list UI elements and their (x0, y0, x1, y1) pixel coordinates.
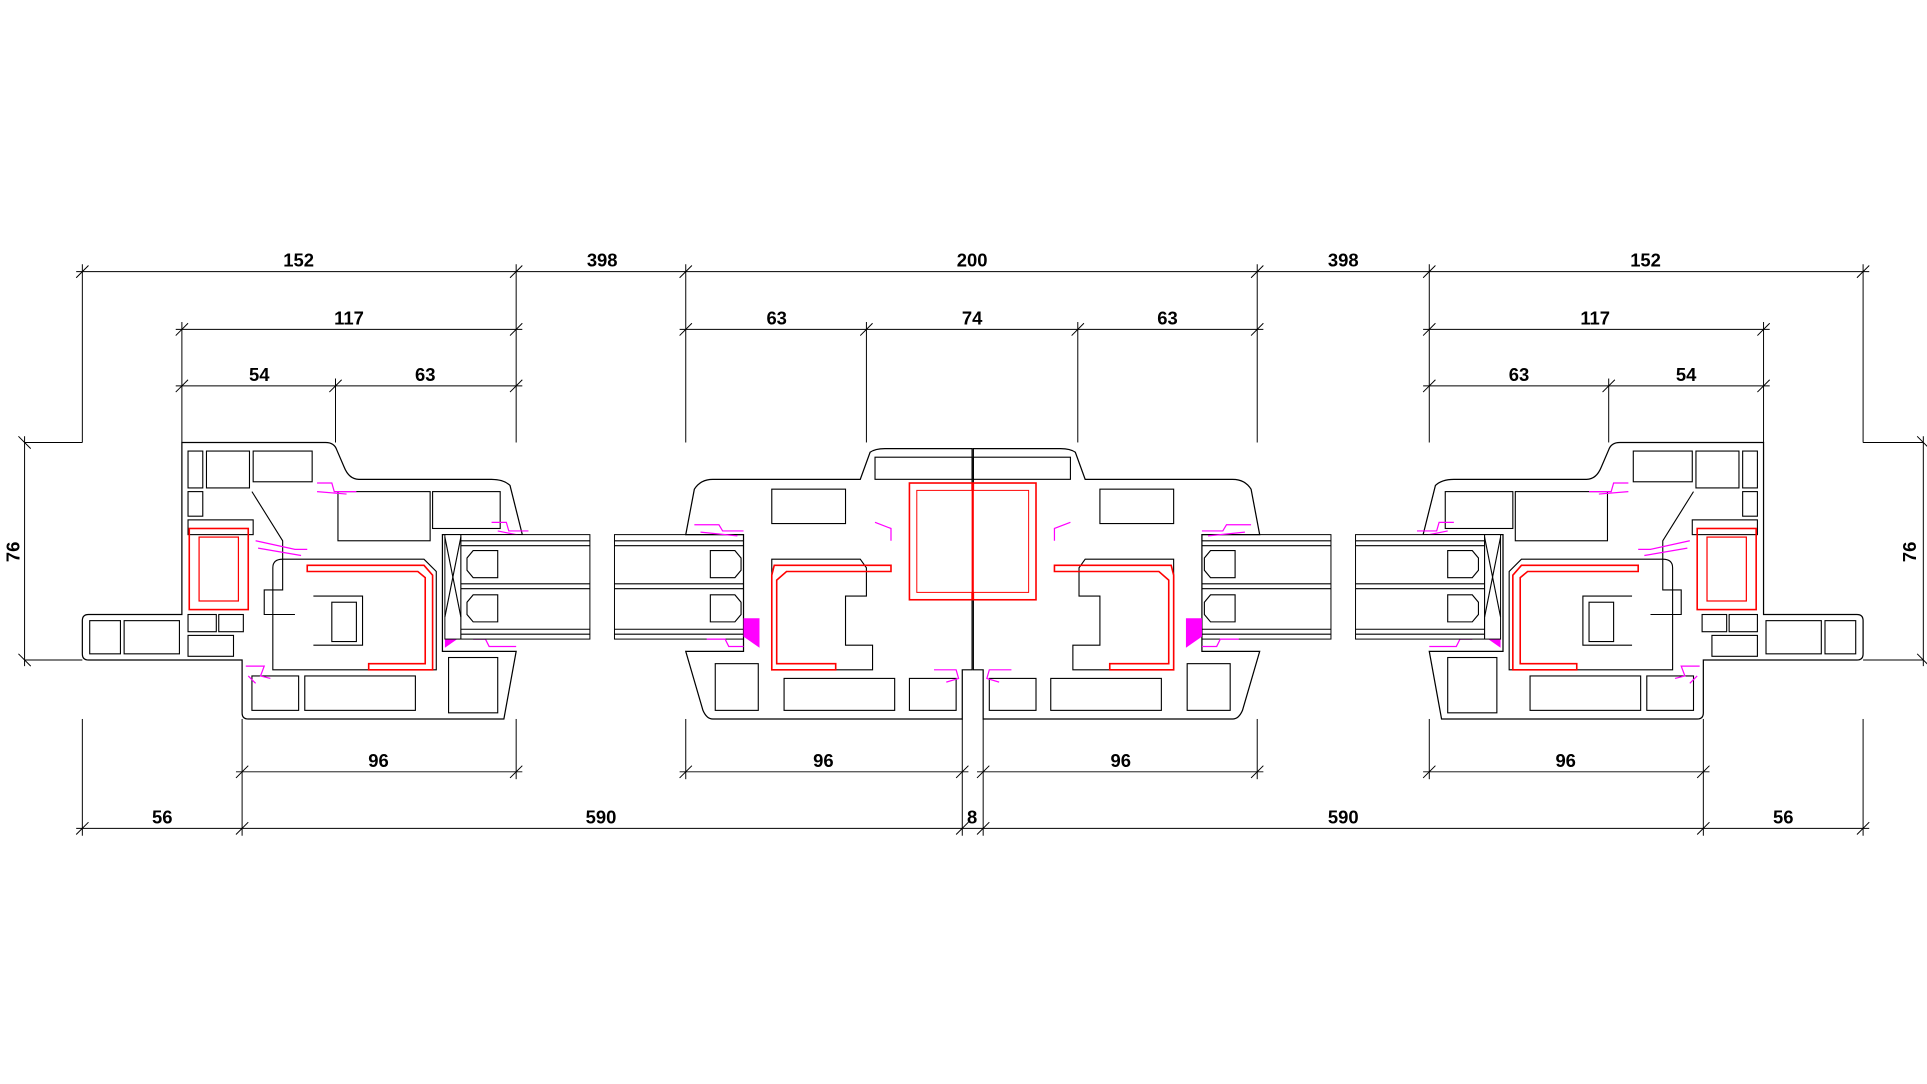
dim-63-mid-right: 63 (1157, 307, 1178, 328)
dim-54-left: 54 (249, 364, 270, 385)
dimension-labels: 152 398 200 398 152 117 63 74 63 117 54 … (3, 250, 1920, 828)
dim-63-left: 63 (415, 364, 436, 385)
dim-top-398-left: 398 (587, 250, 618, 271)
dim-63-right: 63 (1509, 364, 1530, 385)
dim-96-4: 96 (1555, 750, 1576, 771)
dim-top-152-left: 152 (283, 250, 314, 271)
left-frame-sash-profile (81, 441, 591, 720)
dim-96-2: 96 (813, 750, 834, 771)
dim-bottom-590-left: 590 (586, 806, 617, 827)
mullion-right-half (972, 447, 1332, 720)
extension-lines (24, 264, 1924, 836)
dim-74-mullion: 74 (962, 307, 983, 328)
dim-bottom-8: 8 (967, 806, 977, 827)
dim-top-152-right: 152 (1630, 250, 1661, 271)
dimension-lines (24, 271, 1924, 829)
dim-63-mid-left: 63 (766, 307, 787, 328)
dim-bottom-56-left: 56 (152, 806, 173, 827)
dim-height-left: 76 (3, 542, 24, 562)
dim-96-1: 96 (368, 750, 389, 771)
dim-54-right: 54 (1676, 364, 1697, 385)
dimension-ticks (18, 265, 1927, 835)
dim-117-left: 117 (334, 307, 364, 328)
dim-top-200: 200 (957, 250, 988, 271)
dim-96-3: 96 (1111, 750, 1132, 771)
mullion-left-half (613, 447, 973, 720)
dim-bottom-590-right: 590 (1328, 806, 1359, 827)
dim-117-right: 117 (1580, 307, 1610, 328)
dim-top-398-right: 398 (1328, 250, 1359, 271)
dim-bottom-56-right: 56 (1773, 806, 1794, 827)
right-frame-sash-profile (1354, 441, 1864, 720)
dim-height-right: 76 (1899, 542, 1920, 562)
